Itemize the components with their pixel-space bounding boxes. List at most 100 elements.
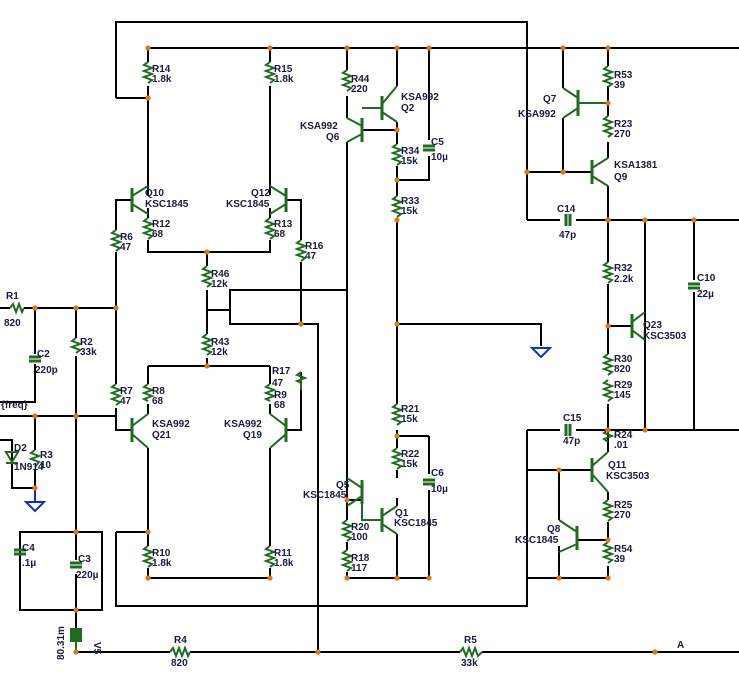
wires <box>0 21 739 653</box>
r23-ref: R23 <box>614 119 633 130</box>
r22-ref: R22 <box>401 449 420 460</box>
d2-ref: D2 <box>14 443 27 454</box>
c4-ref: C4 <box>22 543 35 554</box>
c15-value: 47p <box>563 436 580 447</box>
c10-value: 22µ <box>697 289 714 300</box>
r16-ref: R16 <box>305 241 324 252</box>
r11-value: 1.8k <box>274 558 294 569</box>
v5-ref: V5 <box>91 642 102 655</box>
r3-ref: R3 <box>40 450 53 461</box>
r12-ref: R12 <box>152 219 171 230</box>
r18-ref: R18 <box>351 553 370 564</box>
q2-ref: Q2 <box>401 103 415 114</box>
v5-value: 80.31m <box>56 626 67 660</box>
c15-ref: C15 <box>563 413 582 424</box>
q10-ref: Q10 <box>145 188 164 199</box>
q10-part: KSC1845 <box>145 199 189 210</box>
freq-input-label: {freq} <box>1 400 28 411</box>
q9-part: KSA1381 <box>614 160 658 171</box>
r18-value: 117 <box>351 563 368 574</box>
r8-ref: R8 <box>152 386 165 397</box>
q7-part: KSA992 <box>518 109 556 120</box>
d2-part: 1N914 <box>14 462 44 473</box>
q8-part: KSC1845 <box>515 535 559 546</box>
q5-part: KSC1845 <box>303 490 347 501</box>
r4-ref: R4 <box>174 635 187 646</box>
c14-value: 47p <box>559 230 576 241</box>
c4-value: .1µ <box>22 558 36 569</box>
r16-value: 47 <box>305 251 317 262</box>
r25-value: 270 <box>614 510 631 521</box>
r1-ref: R1 <box>6 291 19 302</box>
r24-ref: R24 <box>614 430 633 441</box>
q12-part: KSC1845 <box>226 199 270 210</box>
c10-ref: C10 <box>697 273 716 284</box>
r14-value: 1.8k <box>152 74 172 85</box>
r13-value: 68 <box>274 229 286 240</box>
r4-value: 820 <box>171 658 188 669</box>
r46-value: 12k <box>211 279 228 290</box>
r30-value: 820 <box>614 364 631 375</box>
r20-value: 100 <box>351 532 368 543</box>
r10-ref: R10 <box>152 548 171 559</box>
diode-symbol <box>4 451 20 464</box>
r2-ref: R2 <box>80 337 93 348</box>
q6-ref: Q6 <box>326 132 340 143</box>
q1-part: KSC1845 <box>394 518 438 529</box>
component-labels: R14 1.8k R15 1.8k R44 220 R34 15k R33 15… <box>1 64 716 669</box>
r17-ref: R17 <box>272 366 291 377</box>
r9-value: 68 <box>274 400 286 411</box>
r33-ref: R33 <box>401 196 420 207</box>
q19-ref: Q19 <box>243 430 262 441</box>
r54-value: 39 <box>614 554 626 565</box>
r10-value: 1.8k <box>152 558 172 569</box>
q9-ref: Q9 <box>614 172 628 183</box>
r21-ref: R21 <box>401 404 420 415</box>
q23-ref: Q23 <box>643 320 662 331</box>
r11-ref: R11 <box>274 548 292 559</box>
r5-value: 33k <box>461 658 478 669</box>
r15-value: 1.8k <box>274 74 294 85</box>
r34-ref: R34 <box>401 146 420 157</box>
r30-ref: R30 <box>614 354 633 365</box>
resistor-symbols <box>9 61 615 659</box>
r12-value: 68 <box>152 229 164 240</box>
r24-value: .01 <box>614 440 628 451</box>
c3-ref: C3 <box>78 554 91 565</box>
r54-ref: R54 <box>614 544 633 555</box>
r14-ref: R14 <box>152 64 171 75</box>
transistor-symbols <box>130 85 646 553</box>
r46-ref: R46 <box>211 269 230 280</box>
r29-ref: R29 <box>614 380 633 391</box>
r9-ref: R9 <box>274 390 287 401</box>
r34-value: 15k <box>401 156 418 167</box>
c5-ref: C5 <box>431 137 444 148</box>
c2-value: 220p <box>35 365 58 376</box>
r13-ref: R13 <box>274 219 293 230</box>
r43-ref: R43 <box>211 337 230 348</box>
r29-value: 145 <box>614 390 631 401</box>
r53-value: 39 <box>614 80 626 91</box>
q8-ref: Q8 <box>547 524 561 535</box>
r1-value: 820 <box>4 318 21 329</box>
r17-value: 47 <box>272 378 284 389</box>
r6-ref: R6 <box>120 232 133 243</box>
r22-value: 15k <box>401 459 418 470</box>
r53-ref: R53 <box>614 70 633 81</box>
q12-ref: Q12 <box>251 188 270 199</box>
q1-ref: Q1 <box>395 508 409 519</box>
r6-value: 47 <box>120 242 132 253</box>
q23-part: KSC3503 <box>643 331 687 342</box>
c3-value: 220µ <box>76 570 99 581</box>
q11-part: KSC3503 <box>606 471 650 482</box>
r32-value: 2.2k <box>614 274 634 285</box>
q7-ref: Q7 <box>543 94 557 105</box>
q21-part: KSA992 <box>152 419 190 430</box>
q21-ref: Q21 <box>152 430 171 441</box>
r33-value: 15k <box>401 206 418 217</box>
c6-value: 10µ <box>431 484 448 495</box>
c6-ref: C6 <box>431 468 444 479</box>
c5-value: 10µ <box>431 152 448 163</box>
node-a-label: A <box>677 640 684 651</box>
